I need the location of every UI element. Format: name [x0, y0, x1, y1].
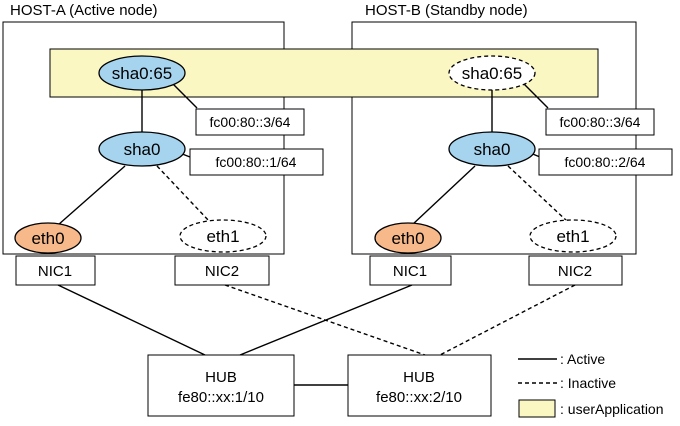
cable-b-nic1-hub1 [239, 284, 413, 356]
node-a-eth0 [14, 222, 82, 254]
hub-1-label: HUB [205, 369, 237, 386]
leader-b-virtual [522, 82, 549, 109]
hub-2 [347, 354, 492, 417]
link-a-sha0-eth0 [57, 165, 126, 226]
node-b-eth1 [529, 219, 617, 253]
legend-user-application-label: : userApplication [560, 401, 664, 417]
legend-user-application-swatch [518, 399, 556, 418]
node-a-sha0-label: sha0 [124, 140, 161, 159]
node-a-sha0 [98, 131, 186, 167]
hub-2-label: HUB [403, 369, 435, 386]
nic-a-nic2 [174, 255, 270, 286]
nic-a-nic1-label: NIC1 [38, 263, 72, 280]
node-b-eth0 [374, 222, 442, 254]
host-b-title: HOST-B (Standby node) [365, 2, 528, 19]
address-b-sha0: fc00:80::2/64 [565, 154, 646, 170]
host-a-title: HOST-A (Active node) [10, 2, 158, 19]
nic-a-nic1 [15, 255, 96, 286]
address-box-a-sha0 [189, 148, 324, 176]
address-box-b-virtual [545, 108, 655, 136]
node-a-eth1-label: eth1 [206, 227, 239, 246]
link-a-sha0-eth1 [156, 165, 211, 223]
node-a-sha0-65 [98, 55, 186, 91]
node-b-sha0-65 [448, 55, 536, 91]
nic-b-nic2-label: NIC2 [558, 263, 592, 280]
node-b-sha0 [448, 131, 536, 167]
address-box-b-sha0 [538, 148, 673, 176]
nic-a-nic2-label: NIC2 [205, 263, 239, 280]
nic-b-nic1 [369, 255, 452, 286]
leader-a-virtual [171, 82, 198, 109]
node-a-eth0-label: eth0 [31, 229, 64, 248]
cable-a-nic1-hub1 [57, 284, 206, 356]
nic-b-nic1-label: NIC1 [393, 263, 427, 280]
hub-1-address: fe80::xx:1/10 [178, 389, 264, 406]
node-b-sha0-label: sha0 [474, 140, 511, 159]
node-a-eth1 [179, 219, 267, 253]
address-b-virtual: fc00:80::3/64 [560, 114, 641, 130]
legend-inactive-label: : Inactive [560, 375, 616, 391]
address-box-a-virtual [195, 108, 305, 136]
link-b-sha0-eth0 [411, 165, 476, 226]
node-b-eth1-label: eth1 [556, 227, 589, 246]
address-a-sha0: fc00:80::1/64 [216, 154, 297, 170]
node-a-sha0-65-label: sha0:65 [112, 64, 173, 83]
legend-active-label: : Active [560, 351, 605, 367]
address-a-virtual: fc00:80::3/64 [210, 114, 291, 130]
hub-2-address: fe80::xx:2/10 [376, 389, 462, 406]
nic-b-nic2 [528, 255, 623, 286]
cable-b-nic2-hub2 [439, 284, 576, 356]
node-b-eth0-label: eth0 [391, 229, 424, 248]
node-b-sha0-65-label: sha0:65 [462, 64, 523, 83]
hub-1 [147, 354, 295, 417]
